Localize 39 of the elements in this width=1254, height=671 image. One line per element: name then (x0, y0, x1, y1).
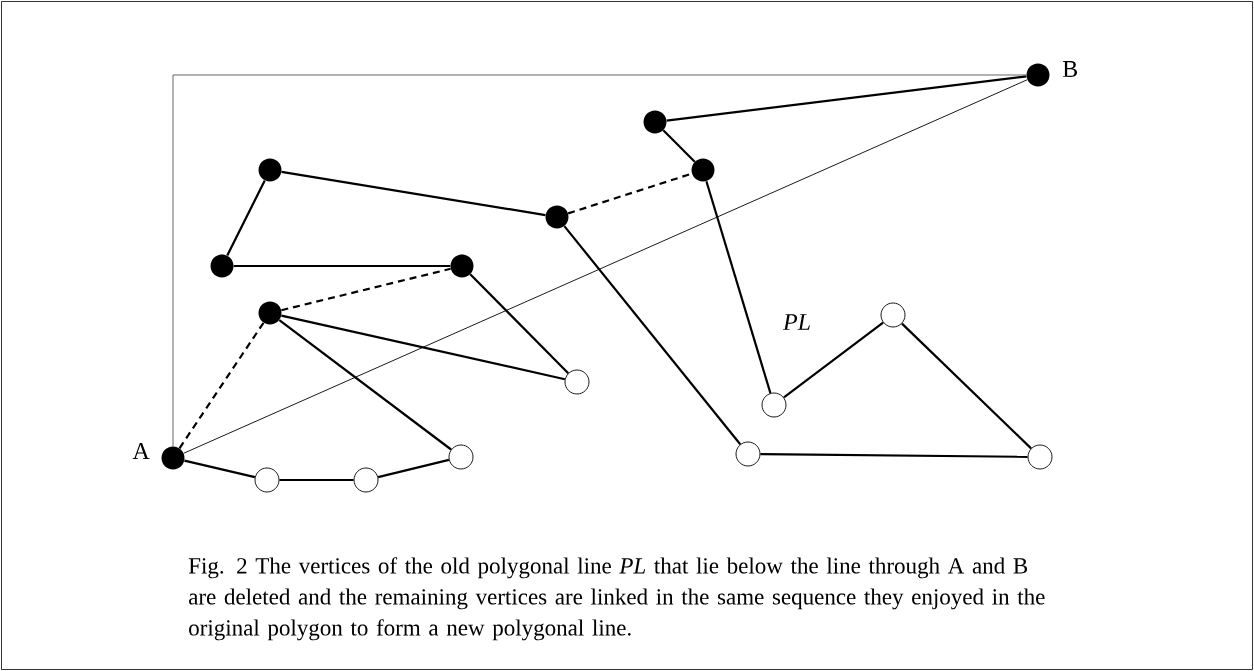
vertex-circle (564, 369, 590, 395)
vertex-label: B (1062, 61, 1078, 77)
polygon-edge (901, 322, 1032, 450)
polygon-edge (279, 478, 354, 482)
polygon-edge (469, 273, 570, 374)
polygon-edge (377, 458, 450, 479)
vertex-circle (735, 441, 761, 467)
polygon-edge (563, 225, 742, 445)
polygon-edge (705, 180, 772, 394)
vertex-dot (450, 254, 474, 278)
vertex-dot (643, 110, 667, 134)
polygon-edge (233, 264, 451, 268)
vertex-dot (258, 301, 282, 325)
vertex-dot (691, 158, 715, 182)
polygon-edge (281, 314, 566, 381)
dashed-edge (178, 322, 265, 449)
polygon-edge (226, 179, 266, 257)
polygon-edge (184, 459, 256, 479)
figure-caption: Fig. 2 The vertices of the old polygonal line PL that lie below the line through A and B are deleted and the remaining vertices are linked in the same sequence they enjoyed in the original polygon to form a new polygonal line. (188, 557, 1045, 641)
polygon-edge (783, 321, 884, 399)
dashed-edge (281, 267, 451, 312)
vertex-dot (545, 205, 569, 229)
vertex-circle (448, 444, 474, 470)
polygon-edge (278, 319, 452, 451)
polygon-edge (281, 170, 546, 217)
vertex-label: A (132, 443, 150, 459)
vertex-circle (880, 302, 906, 328)
vertex-dot (210, 254, 234, 278)
polygon-edge (666, 75, 1027, 122)
polygon-label: PL (782, 314, 810, 330)
vertex-circle (353, 467, 379, 493)
vertex-dot (161, 446, 185, 470)
polygon-edge (760, 453, 1028, 458)
vertex-dot (258, 158, 282, 182)
vertex-circle (1027, 444, 1053, 470)
vertex-dot (1026, 63, 1050, 87)
polygon-edge (662, 129, 696, 163)
vertex-circle (761, 392, 787, 418)
vertex-circle (254, 467, 280, 493)
